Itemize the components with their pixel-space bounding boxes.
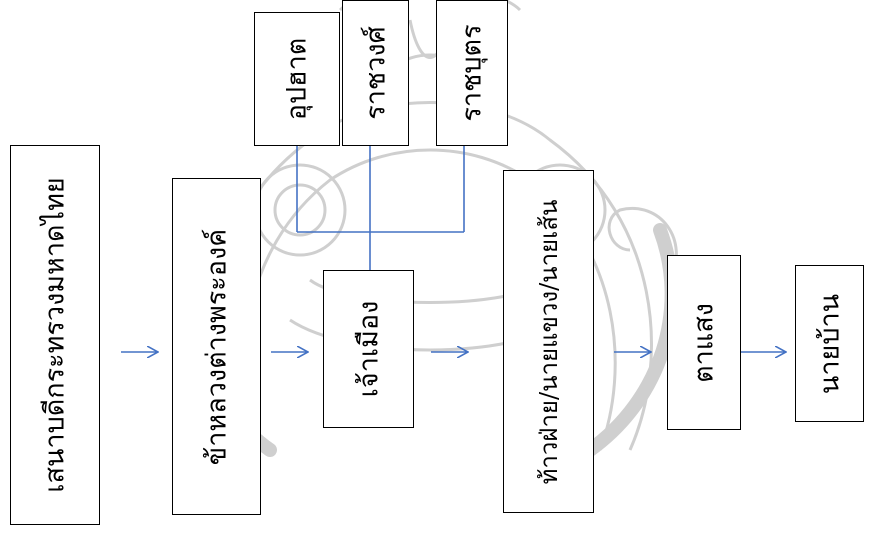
label-ratchawong: ราชวงศ์ xyxy=(360,26,391,120)
box-commissioner: ข้าหลวงต่างพระองค์ xyxy=(172,178,261,515)
label-nai-ban: นายบ้าน xyxy=(814,293,845,394)
box-tao-fai: ท้าวฝ่าย/นายแขวง/นายเส้น xyxy=(503,170,594,513)
label-ta-saeng: ตาแสง xyxy=(688,302,720,383)
label-governor: เจ้าเมือง xyxy=(353,300,384,398)
label-tao-fai: ท้าวฝ่าย/นายแขวง/นายเส้น xyxy=(534,199,563,484)
box-ratchawong: ราชวงศ์ xyxy=(342,0,409,146)
box-nai-ban: นายบ้าน xyxy=(795,265,864,422)
label-uparat: อุปฮาต xyxy=(281,37,313,121)
box-uparat: อุปฮาต xyxy=(254,12,340,146)
box-governor: เจ้าเมือง xyxy=(323,270,414,428)
label-ratchabut: ราชบุตร xyxy=(456,24,488,122)
box-ratchabut: ราชบุตร xyxy=(436,0,508,146)
label-ministry: เสนาบดีกระทรวงมหาดไทย xyxy=(39,177,71,493)
box-ta-saeng: ตาแสง xyxy=(667,255,741,430)
box-ministry: เสนาบดีกระทรวงมหาดไทย xyxy=(10,145,100,525)
label-commissioner: ข้าหลวงต่างพระองค์ xyxy=(201,228,232,465)
